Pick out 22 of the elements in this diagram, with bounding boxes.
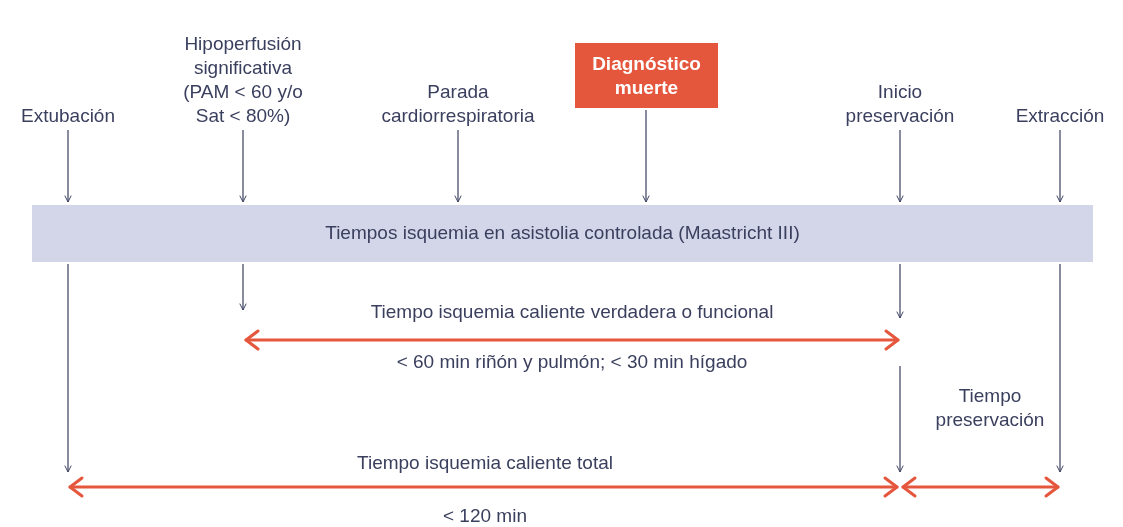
event-box: Diagnóstico muerte [575,43,718,108]
time-label: < 120 min [442,504,528,527]
arrow [64,129,72,203]
arrow [1056,263,1064,473]
arrow [64,263,72,473]
event-label: Parada cardiorrespiratoria [353,58,563,128]
arrow [1056,129,1064,203]
event-label: Extubación [8,80,128,128]
time-label: Tiempo isquemia caliente verdadera o funcional [369,300,775,324]
timeline-band: Tiempos isquemia en asistolia controlada (Maastricht III) [32,205,1093,262]
arrow [642,109,650,203]
time-label: Tiempo preservación [934,384,1046,432]
arrow [454,129,462,203]
arrow [239,263,247,311]
arrow [896,129,904,203]
time-label: < 60 min riñón y pulmón; < 30 min hígado [395,350,749,374]
arrow [239,129,247,203]
time-label: Tiempo isquemia caliente total [356,451,614,475]
event-label: Inicio preservación [825,58,975,128]
event-label: Extracción [995,80,1123,128]
arrow [896,263,904,319]
event-label: Hipoperfusión significativa (PAM < 60 y/o Sat < 80%) [170,6,316,128]
